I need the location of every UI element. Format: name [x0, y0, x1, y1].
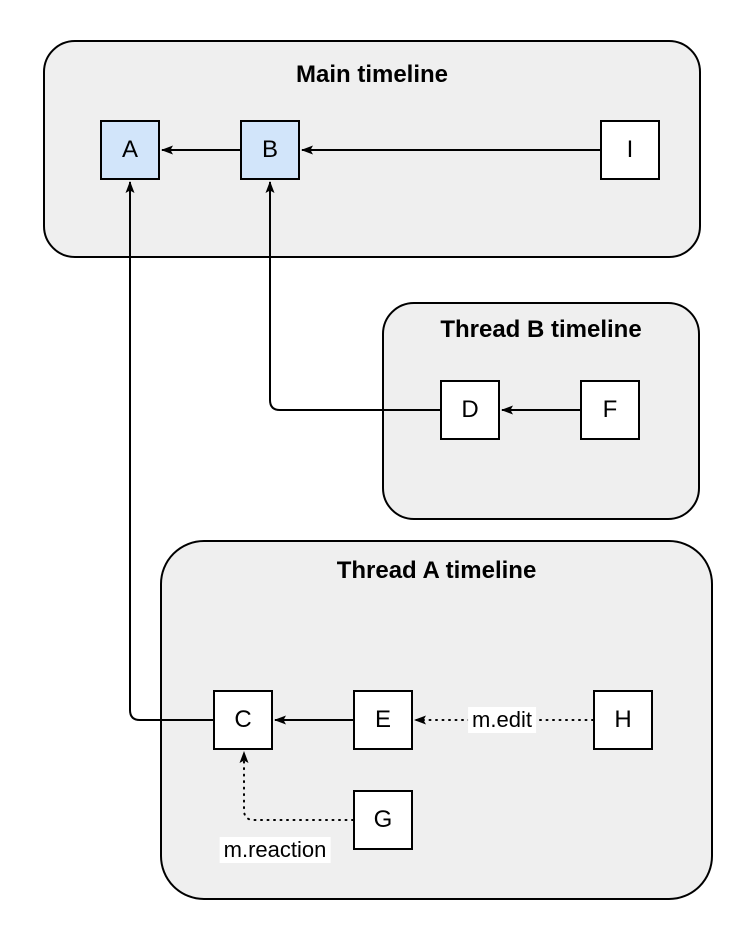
- edge-label-m-edit: m.edit: [468, 707, 536, 733]
- node-g-label: G: [373, 806, 393, 833]
- node-d: D: [440, 380, 500, 440]
- node-e: E: [353, 690, 413, 750]
- node-b-label: B: [261, 136, 278, 163]
- node-f-label: F: [602, 396, 618, 423]
- node-h-label: H: [614, 706, 632, 733]
- container-title-main-timeline: Main timeline: [295, 61, 449, 88]
- node-f: F: [580, 380, 640, 440]
- node-b: B: [240, 120, 300, 180]
- node-g: G: [353, 790, 413, 850]
- node-i-label: I: [626, 136, 634, 163]
- node-a-label: A: [121, 136, 138, 163]
- node-d-label: D: [461, 396, 479, 423]
- container-title-thread-a-timeline: Thread A timeline: [336, 557, 537, 584]
- node-a: A: [100, 120, 160, 180]
- edge-label-m-reaction: m.reaction: [219, 837, 331, 863]
- node-h: H: [593, 690, 653, 750]
- container-thread-b-timeline: Thread B timeline: [382, 302, 700, 520]
- container-title-thread-b-timeline: Thread B timeline: [440, 316, 642, 343]
- node-i: I: [600, 120, 660, 180]
- node-c: C: [213, 690, 273, 750]
- node-e-label: E: [374, 706, 391, 733]
- node-c-label: C: [234, 706, 252, 733]
